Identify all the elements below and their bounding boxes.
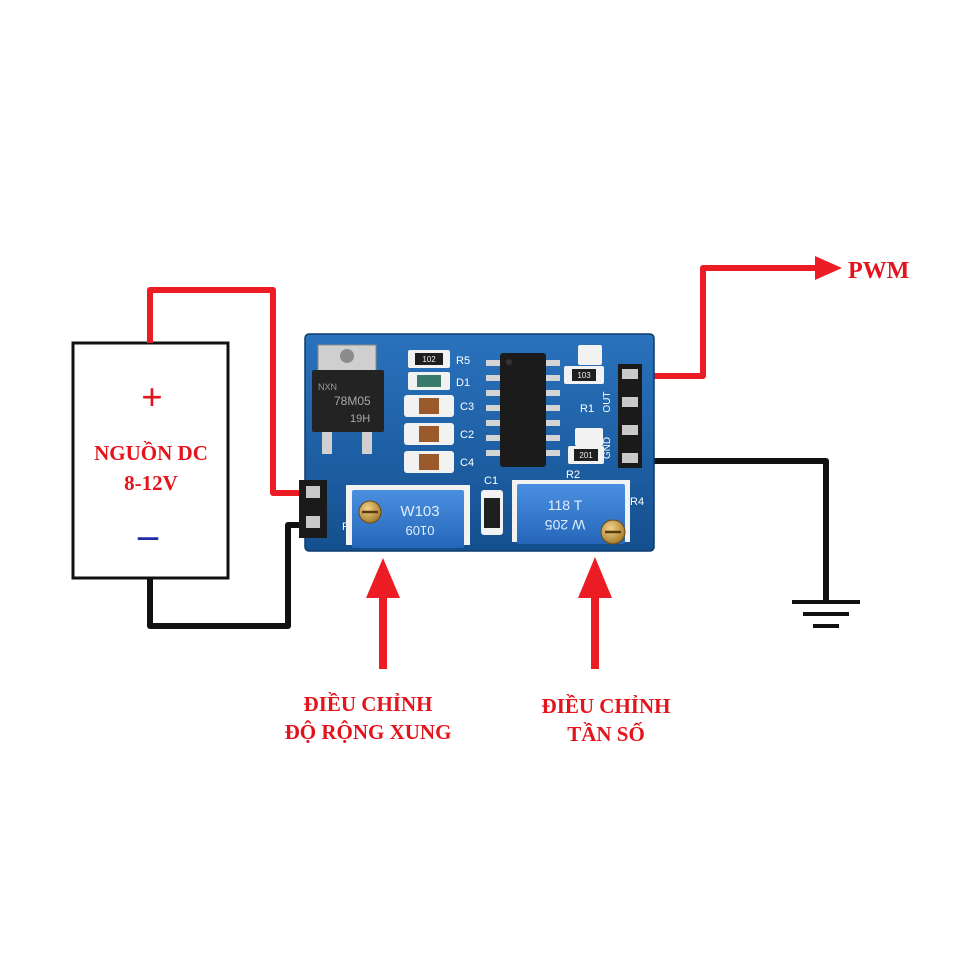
ic-pin [544, 450, 560, 456]
output-header [618, 364, 642, 468]
label-gnd: GND [602, 437, 613, 459]
ic-chip [486, 360, 560, 456]
regulator-date-code: 19H [350, 413, 370, 425]
label-out: OUT [602, 391, 613, 412]
ic-pin [544, 390, 560, 396]
ic-pin [486, 360, 502, 366]
frequency-adjust-arrow [578, 557, 612, 669]
label-c4: C4 [460, 457, 474, 469]
regulator-part-number: 78M05 [334, 394, 371, 408]
minus-sign: – [137, 512, 159, 557]
label-c2: C2 [460, 429, 474, 441]
r1-code: 103 [577, 371, 591, 380]
regulator-brand: NXN [318, 382, 337, 392]
negative-wire [147, 522, 305, 629]
label-d1: D1 [456, 377, 470, 389]
ic-pin [486, 405, 502, 411]
pot-freq-model: W 205 [545, 517, 586, 533]
power-source-voltage: 8-12V [124, 471, 178, 495]
ic-pin [544, 420, 560, 426]
label-c1: C1 [484, 475, 498, 487]
frequency-adjust-label-line1: ĐIỀU CHỈNH [542, 694, 671, 718]
pwm-generator-module: NXN 78M05 19H 102 R5 D1 C3 C2 C4 [299, 333, 655, 552]
pwm-output-wire [628, 265, 820, 379]
ground-symbol-icon [792, 600, 860, 628]
pulse-width-potentiometer[interactable]: W103 0109 [346, 485, 470, 548]
ic-body [500, 353, 546, 467]
plus-sign: + [141, 377, 163, 419]
ic-pin [544, 375, 560, 381]
label-r5: R5 [456, 355, 470, 367]
r5-code: 102 [422, 355, 436, 364]
pot-width-batch: 0109 [406, 523, 435, 538]
capacitors [404, 395, 454, 473]
ic-pin [544, 435, 560, 441]
frequency-adjust-label-line2: TẦN SỐ [567, 722, 645, 746]
ic-pin [486, 390, 502, 396]
dc-power-source: + NGUỒN DC 8-12V – [71, 341, 230, 580]
ground-wire [628, 458, 829, 600]
frequency-potentiometer[interactable]: 118 T W 205 [512, 480, 630, 545]
ic-pin [544, 405, 560, 411]
width-adjust-arrow [366, 558, 400, 669]
pot-freq-code: 118 T [548, 497, 583, 513]
ic-pin [486, 450, 502, 456]
label-c3: C3 [460, 401, 474, 413]
r2-code: 201 [579, 451, 593, 460]
ic-pin [486, 420, 502, 426]
pwm-output-label: PWM [848, 258, 909, 284]
voltage-regulator: NXN 78M05 19H [312, 344, 384, 454]
width-adjust-label-line1: ĐIỀU CHỈNH [304, 692, 433, 716]
label-r1: R1 [580, 403, 594, 415]
ic-pin [544, 360, 560, 366]
ic-pin [486, 435, 502, 441]
ic-pin [486, 375, 502, 381]
label-r2: R2 [566, 469, 580, 481]
power-source-title: NGUỒN DC [94, 441, 208, 465]
width-adjust-label-line2: ĐỘ RỘNG XUNG [285, 720, 452, 744]
pot-width-code: W103 [400, 503, 439, 520]
label-r4: R4 [630, 496, 644, 508]
positive-wire [147, 287, 305, 496]
pwm-arrowhead [815, 256, 842, 280]
